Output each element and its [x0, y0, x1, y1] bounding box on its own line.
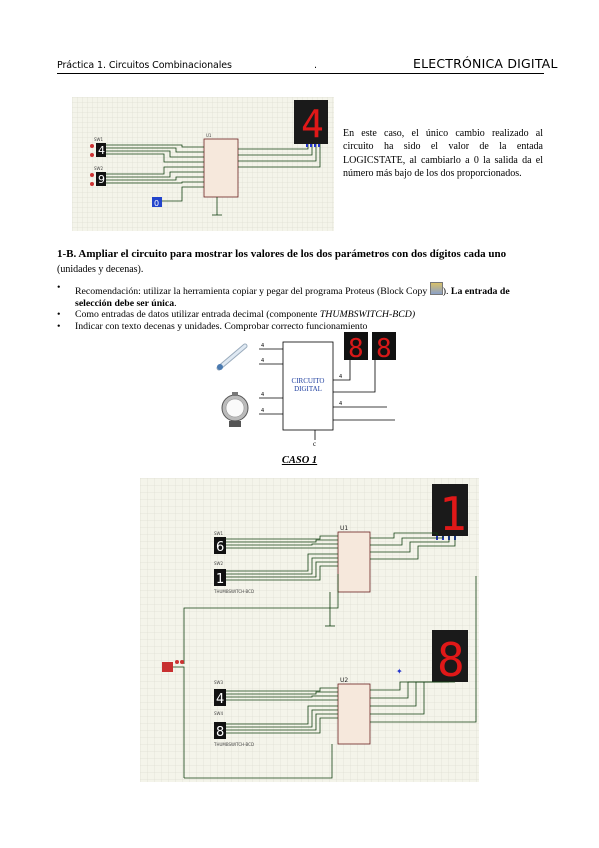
- section-title-suffix: (unidades y decenas).: [57, 264, 144, 275]
- bullet-3-text: Indicar con texto decenas y unidades. Co…: [75, 321, 368, 332]
- circuito-digital-block: [282, 341, 334, 431]
- thumb-label-2: THUMBSWITCH-BCD: [213, 742, 254, 747]
- stopwatch-icon: [221, 392, 249, 427]
- sw4-digit: 8: [216, 725, 224, 740]
- caso-1-caption: CASO 1: [281, 455, 318, 466]
- thumbswitch-sw1: [214, 537, 226, 554]
- thumbswitch-sw4: [214, 722, 226, 739]
- block-diagram: 4 4 4 4 4 4 CIRCUITO DIGITAL c 8 8: [216, 332, 396, 448]
- sw1-tag: SW1: [214, 531, 223, 536]
- bullet-2-italic: THUMBSWITCH-BCD): [319, 309, 416, 320]
- thumbswitch-sw3: [214, 689, 226, 706]
- section-1b-title: 1-B. Ampliar el circuito para mostrar lo…: [57, 247, 544, 277]
- svg-text:8: 8: [348, 334, 364, 364]
- bullet-1-end: .: [174, 298, 177, 309]
- header-dot: .: [314, 60, 318, 71]
- bus-width-2: 4: [261, 358, 264, 364]
- section-title-bold: 1-B. Ampliar el circuito para mostrar lo…: [57, 248, 507, 260]
- chip-label: U1: [206, 133, 212, 138]
- bullet-3: • Indicar con texto decenas y unidades. …: [57, 321, 547, 334]
- sw1-digit: 6: [216, 540, 224, 555]
- header-course: Práctica 1. Circuitos Combinacionales: [57, 60, 232, 71]
- block-c-label: c: [313, 440, 316, 448]
- logicstate-box: [152, 197, 162, 207]
- thumb-label-1: THUMBSWITCH-BCD: [213, 589, 254, 594]
- mux-chip: [203, 138, 239, 198]
- svg-text:✦: ✦: [396, 667, 403, 676]
- thermometer-icon: [216, 343, 248, 371]
- figure-1-explanation: En este caso, el único cambio realizado …: [343, 128, 543, 179]
- display-digit: 4: [301, 102, 324, 146]
- thumbswitch-1-body: [96, 143, 106, 157]
- chip-u2: [337, 683, 371, 745]
- logicstate-value: 0: [154, 199, 159, 208]
- sw1-label: SW1: [94, 137, 103, 142]
- sw2-label: SW2: [94, 166, 103, 171]
- block-title-2: DIGITAL: [294, 385, 322, 393]
- display-top: [432, 484, 468, 536]
- svg-text:8: 8: [376, 334, 392, 364]
- bullet-1-mid: ).: [442, 286, 451, 297]
- block-title-1: CIRCUITO: [292, 377, 325, 385]
- logic-state-input: [162, 662, 173, 672]
- display-bottom: [432, 630, 468, 682]
- display-top-digit: 1: [439, 487, 467, 541]
- schematic-figure-1: 4 SW1 9 SW2 U1 0 4: [72, 97, 334, 231]
- thumbswitch-1-digit: 4: [98, 144, 105, 157]
- display-bottom-digit: 8: [437, 633, 465, 687]
- block-copy-icon: [429, 282, 443, 295]
- u1-label: U1: [340, 525, 348, 532]
- sw2-digit: 1: [216, 572, 224, 587]
- sw4-tag: SW4: [214, 711, 223, 716]
- bullet-1-text: Recomendación: utilizar la herramienta c…: [75, 286, 430, 297]
- block-display-tens: [344, 332, 368, 360]
- thumbswitch-sw2: [214, 569, 226, 586]
- bus-width-4: 4: [261, 408, 264, 414]
- bus-width-1: 4: [261, 343, 264, 349]
- seven-seg-display: [294, 100, 328, 144]
- sw2-tag: SW2: [214, 561, 223, 566]
- bus-width-5: 4: [339, 374, 342, 380]
- header-subject: ELECTRÓNICA DIGITAL: [413, 56, 558, 71]
- chip-u1: [337, 531, 371, 593]
- bullet-2-text: Como entradas de datos utilizar entrada …: [75, 309, 320, 320]
- thumbswitch-2-body: [96, 172, 106, 186]
- header-rule: [57, 73, 544, 74]
- bullet-1-bold: La entrada de selección debe ser única: [75, 286, 510, 309]
- bullet-1: • Recomendación: utilizar la herramienta…: [57, 282, 510, 309]
- bullet-2: • Como entradas de datos utilizar entrad…: [57, 309, 416, 320]
- sw3-tag: SW3: [214, 680, 223, 685]
- block-display-units: [372, 332, 396, 360]
- thumbswitch-2-digit: 9: [98, 173, 105, 186]
- u2-label: U2: [340, 677, 348, 684]
- schematic-figure-2: SW1 6 SW2 1 THUMBSWITCH-BCD U1 1 ✦ SW3 4…: [140, 478, 479, 782]
- bus-width-6: 4: [339, 401, 342, 407]
- bus-width-3: 4: [261, 392, 264, 398]
- sw3-digit: 4: [216, 692, 224, 707]
